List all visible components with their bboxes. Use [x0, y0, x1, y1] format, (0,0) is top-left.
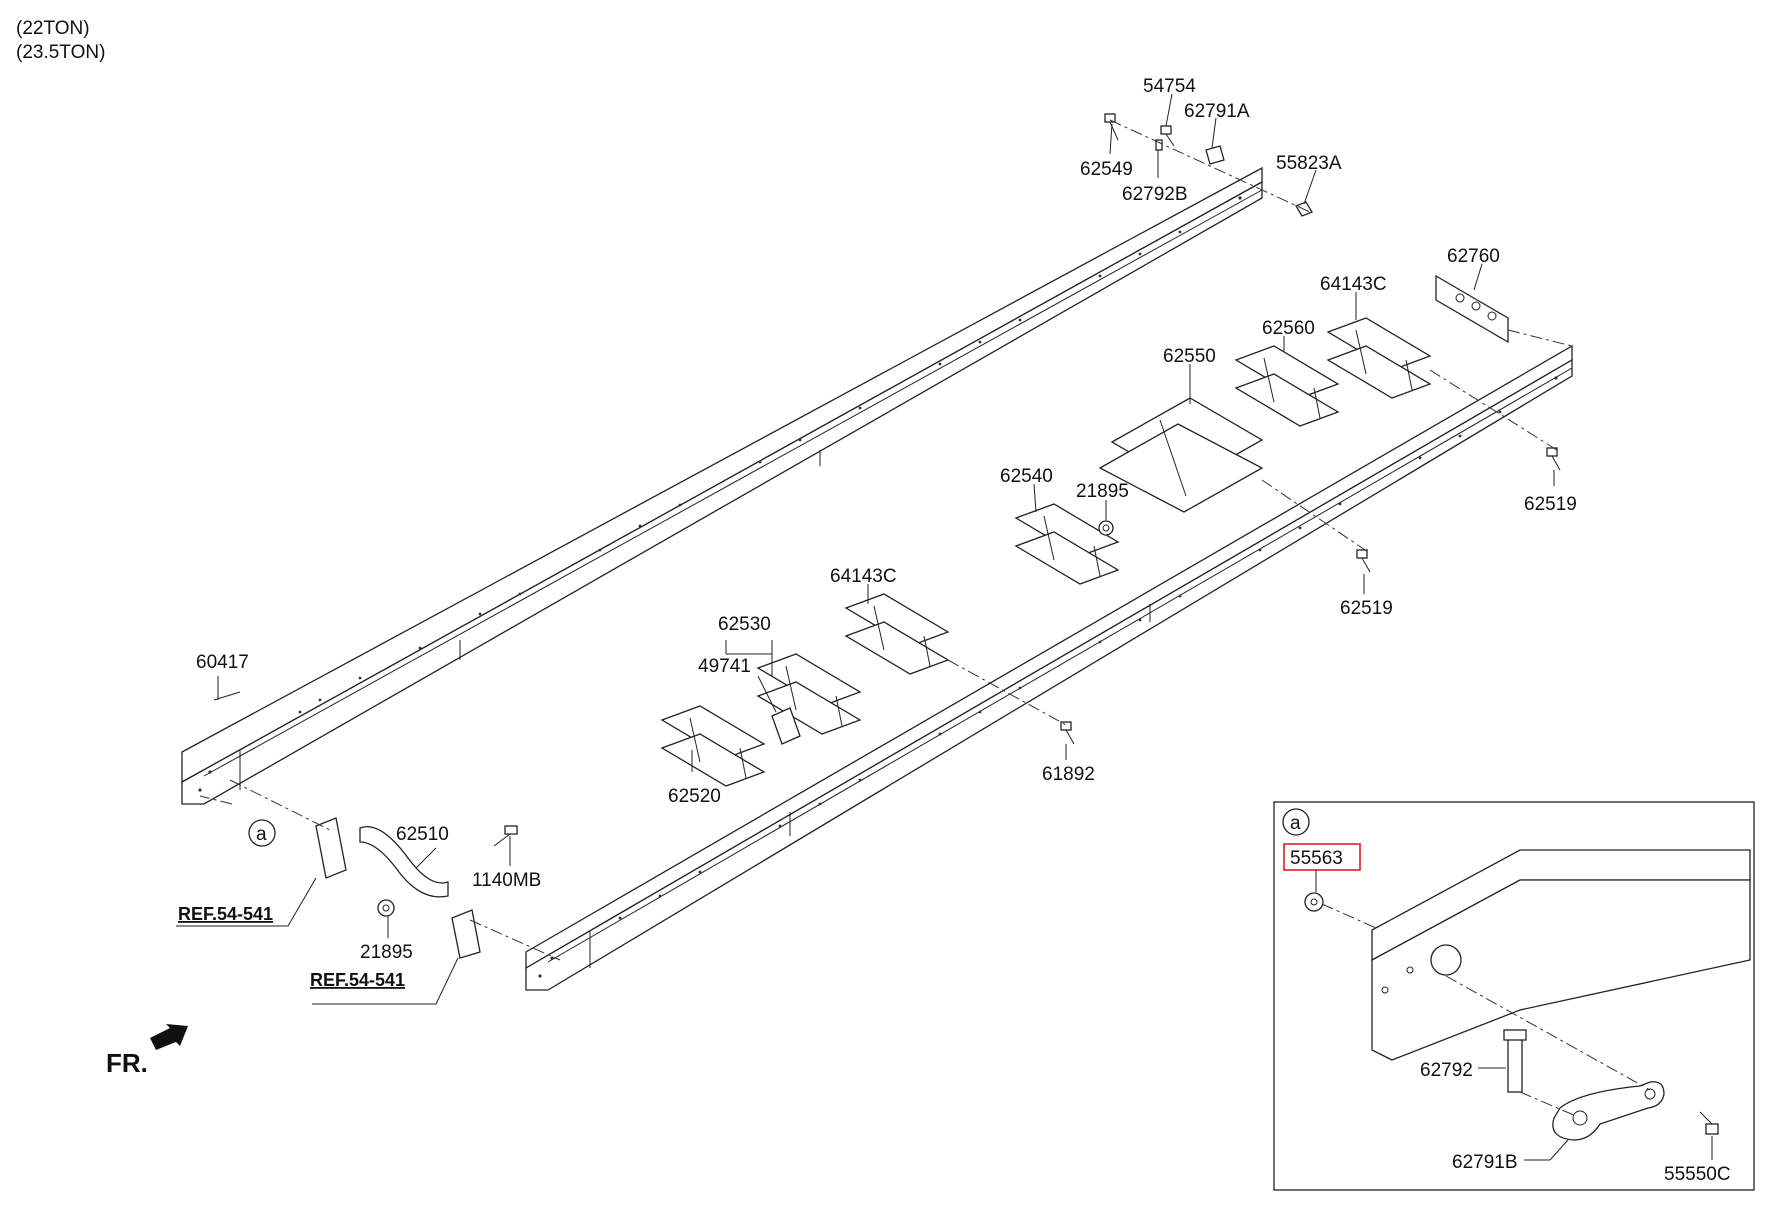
label-62540: 62540 — [1000, 466, 1053, 487]
label-55550c: 55550C — [1664, 1164, 1731, 1185]
label-62792: 62792 — [1420, 1060, 1473, 1081]
cross-member-62520 — [660, 705, 766, 787]
spring-hanger-left — [315, 817, 347, 879]
label-1140mb: 1140MB — [472, 870, 541, 891]
label-21895-bottom: 21895 — [360, 942, 413, 963]
reference-54-541-right[interactable]: REF.54-541 — [310, 970, 405, 990]
label-49741: 49741 — [698, 656, 751, 677]
pin-62792b — [1155, 139, 1163, 151]
part-labels: 54754 62791A 62549 62792B 55823A 62760 6… — [178, 76, 1577, 990]
bolt-62519-top — [1546, 447, 1561, 471]
label-62560: 62560 — [1262, 318, 1315, 339]
cross-member-64143c-top — [1326, 317, 1432, 399]
bolt-1140mb — [493, 825, 518, 847]
spring-hanger-right — [451, 909, 481, 959]
cross-member-62550 — [1098, 397, 1264, 513]
bolt-55550c — [1699, 1111, 1719, 1135]
label-62510: 62510 — [396, 824, 449, 845]
nut-55563 — [1304, 892, 1324, 912]
label-62530: 62530 — [718, 614, 771, 635]
bolt-54754 — [1160, 125, 1175, 147]
label-54754: 54754 — [1143, 76, 1196, 97]
label-64143c-top: 64143C — [1320, 274, 1387, 295]
nut-21895-mid — [1098, 520, 1114, 536]
right-side-rail — [525, 344, 1573, 991]
reference-54-541-left[interactable]: REF.54-541 — [178, 904, 273, 924]
label-62791a: 62791A — [1184, 101, 1250, 122]
assembly-lines — [199, 119, 1573, 961]
bolt-62549 — [1104, 113, 1119, 141]
cross-member-62530 — [756, 653, 862, 735]
variant-23-5ton: (23.5TON) — [16, 42, 105, 63]
label-62549: 62549 — [1080, 159, 1133, 180]
cross-member-64143c-mid — [844, 593, 950, 675]
variant-22ton: (22TON) — [16, 18, 90, 39]
label-60417: 60417 — [196, 652, 249, 673]
label-62520: 62520 — [668, 786, 721, 807]
bracket-49741 — [771, 707, 801, 745]
bolt-62519-mid — [1356, 549, 1371, 573]
front-label: FR. — [106, 1048, 148, 1078]
label-62760: 62760 — [1447, 246, 1500, 267]
leader-lines — [176, 93, 1555, 1005]
inset-tag: a — [1290, 813, 1301, 834]
label-62792b: 62792B — [1122, 184, 1188, 205]
label-64143c-mid: 64143C — [830, 566, 897, 587]
label-55563[interactable]: 55563 — [1290, 848, 1343, 869]
label-55823a: 55823A — [1276, 153, 1342, 174]
label-62519-mid: 62519 — [1340, 598, 1393, 619]
front-direction-indicator: FR. — [106, 1024, 188, 1078]
label-62550: 62550 — [1163, 346, 1216, 367]
callout-a-marker: a — [248, 819, 276, 847]
label-62519-top: 62519 — [1524, 494, 1577, 515]
nut-21895-bottom — [377, 899, 395, 917]
label-62791b: 62791B — [1452, 1152, 1518, 1173]
callout-a-letter: a — [256, 824, 267, 845]
label-61892: 61892 — [1042, 764, 1095, 785]
bracket-62791a — [1205, 145, 1225, 165]
label-21895-mid: 21895 — [1076, 481, 1129, 502]
bracket-62791b — [1552, 1081, 1665, 1141]
left-side-rail — [181, 166, 1263, 805]
highlight-box — [1283, 843, 1361, 871]
pin-62792 — [1503, 1029, 1527, 1093]
end-plate-62760 — [1435, 274, 1509, 344]
detail-inset-a: a 55563 62792 62791B — [1273, 801, 1755, 1191]
cross-member-62560 — [1234, 345, 1340, 427]
hanger-62510 — [359, 826, 449, 898]
bolt-61892 — [1060, 721, 1075, 745]
cross-member-62540 — [1014, 503, 1120, 585]
